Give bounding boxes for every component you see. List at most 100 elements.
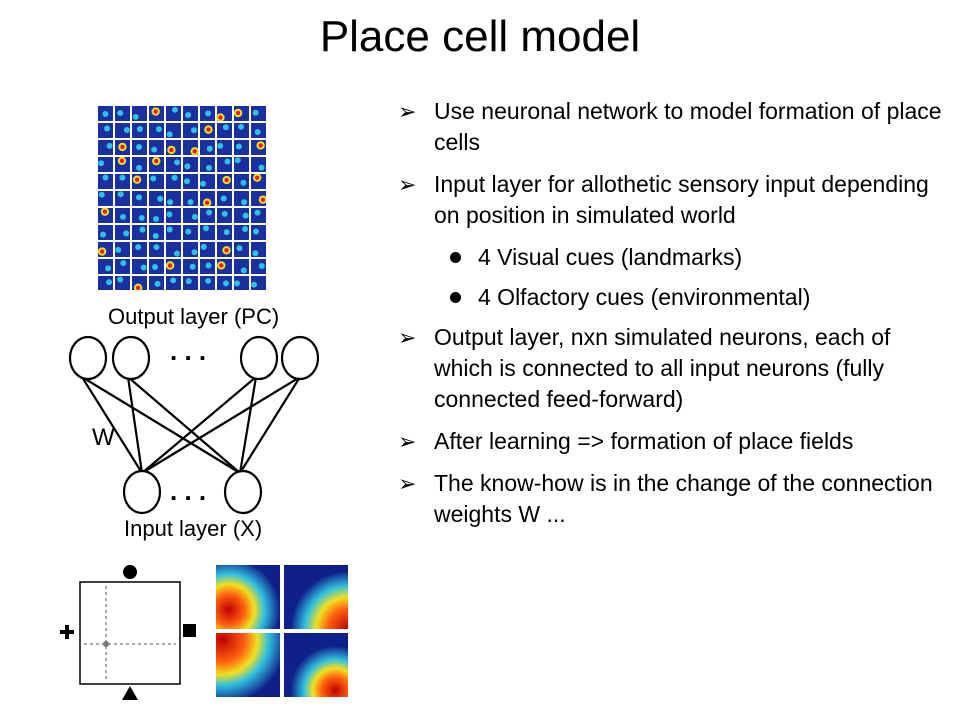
place-field-spot xyxy=(205,262,212,269)
place-field-spot xyxy=(171,106,178,113)
place-field-cell xyxy=(234,123,249,138)
bullet-list: ➢ Use neuronal network to model formatio… xyxy=(398,96,948,541)
place-field-spot xyxy=(170,277,177,284)
place-field-spot xyxy=(105,279,112,286)
bullet-text: Output layer, nxn simulated neurons, eac… xyxy=(434,324,891,412)
place-field-spot xyxy=(189,263,196,270)
place-field-spot xyxy=(221,210,228,217)
output-neuron xyxy=(111,335,151,381)
place-field-cell xyxy=(149,191,164,206)
place-field-peak xyxy=(218,115,223,120)
place-field-spot xyxy=(222,124,229,131)
place-field-cell xyxy=(183,191,198,206)
arrow-bullet-icon: ➢ xyxy=(398,429,417,454)
place-field-peak xyxy=(169,147,174,153)
place-field-peak xyxy=(119,158,125,164)
place-field-spot xyxy=(136,125,143,132)
place-field-peak xyxy=(260,197,266,202)
place-field-spot xyxy=(135,194,142,201)
place-field-peak xyxy=(167,263,173,268)
sub-bullet-item: 4 Visual cues (landmarks) xyxy=(398,242,948,273)
place-field-peak xyxy=(219,263,224,268)
place-field-peak xyxy=(204,200,210,205)
place-field-cell xyxy=(115,242,130,257)
place-field-spot xyxy=(187,199,194,206)
place-field-spot xyxy=(173,250,180,257)
place-field-spot xyxy=(252,109,259,116)
bullet-item: ➢ The know-how is in the change of the c… xyxy=(398,468,948,530)
place-field-spot xyxy=(120,260,127,267)
place-field-spot xyxy=(191,249,198,256)
place-field-spot xyxy=(224,158,231,165)
place-field-spot xyxy=(174,159,181,166)
place-field-spot xyxy=(105,265,112,272)
place-field-spot xyxy=(206,145,213,152)
place-field-cell xyxy=(98,174,113,189)
output-neuron xyxy=(280,335,320,381)
place-field-peak xyxy=(255,175,260,180)
place-field-spot xyxy=(236,245,243,252)
place-field-spot xyxy=(200,180,207,187)
bullet-item: ➢ Use neuronal network to model formatio… xyxy=(398,96,948,158)
place-field-spot xyxy=(185,228,192,235)
place-field-spot xyxy=(242,225,249,232)
place-field-spot xyxy=(166,131,173,138)
place-field-cell xyxy=(149,208,164,223)
place-field-spot xyxy=(205,164,212,171)
place-field-spot xyxy=(152,264,159,271)
dot-bullet-icon xyxy=(450,252,461,263)
place-field-spot xyxy=(242,212,249,219)
place-field-spot xyxy=(254,209,261,216)
place-field-cell xyxy=(217,157,232,172)
network-diagram xyxy=(68,335,320,515)
bullet-item: ➢ After learning => formation of place f… xyxy=(398,426,948,457)
place-field-spot xyxy=(151,146,158,153)
place-field-spot xyxy=(104,125,111,132)
place-field-grid xyxy=(96,104,266,290)
place-field-spot xyxy=(234,157,241,164)
place-field-cell xyxy=(98,259,113,274)
place-field-spot xyxy=(166,211,173,218)
place-field-cell xyxy=(149,140,164,155)
place-field-peak xyxy=(134,177,140,182)
place-field-spot xyxy=(258,164,265,171)
place-field-cell xyxy=(251,259,266,274)
arrow-bullet-icon: ➢ xyxy=(398,99,417,124)
place-field-cell xyxy=(183,174,198,189)
place-field-cell xyxy=(183,123,198,138)
output-layer-label: Output layer (PC) xyxy=(108,304,280,329)
place-field-spot xyxy=(206,209,213,216)
place-field-spot xyxy=(166,226,173,233)
place-field-spot xyxy=(240,267,247,274)
bullet-text: The know-how is in the change of the con… xyxy=(434,470,933,527)
triangle-cue xyxy=(122,686,138,700)
place-field-spot xyxy=(117,191,124,198)
place-field-spot xyxy=(123,230,130,237)
place-field-heatmaps xyxy=(214,563,352,700)
place-field-peak xyxy=(99,249,105,254)
arrow-bullet-icon: ➢ xyxy=(398,325,417,350)
place-field-spot xyxy=(240,179,247,186)
bullet-text: Input layer for allothetic sensory input… xyxy=(434,171,929,228)
arrow-bullet-icon: ➢ xyxy=(398,471,417,496)
place-field-cell xyxy=(234,208,249,223)
input-neuron xyxy=(223,469,263,515)
place-field-spot xyxy=(222,280,229,287)
input-ellipsis: . . . xyxy=(170,476,207,506)
bullet-item: ➢ Output layer, nxn simulated neurons, e… xyxy=(398,322,948,415)
place-field-spot xyxy=(153,244,160,251)
weight-label: W xyxy=(92,424,115,451)
bullet-text: 4 Olfactory cues (environmental) xyxy=(478,284,811,310)
place-field-cell xyxy=(149,225,164,240)
circle-cue xyxy=(123,565,137,579)
dot-bullet-icon xyxy=(450,292,461,303)
place-field-spot xyxy=(205,277,212,284)
place-field-spot xyxy=(200,243,207,250)
place-field-spot xyxy=(254,129,261,136)
place-field-cell xyxy=(200,242,215,257)
place-field-spot xyxy=(100,231,107,238)
place-field-cell xyxy=(132,157,147,172)
output-neuron xyxy=(68,335,108,381)
place-field-spot xyxy=(139,226,146,233)
place-field-spot xyxy=(140,264,147,271)
